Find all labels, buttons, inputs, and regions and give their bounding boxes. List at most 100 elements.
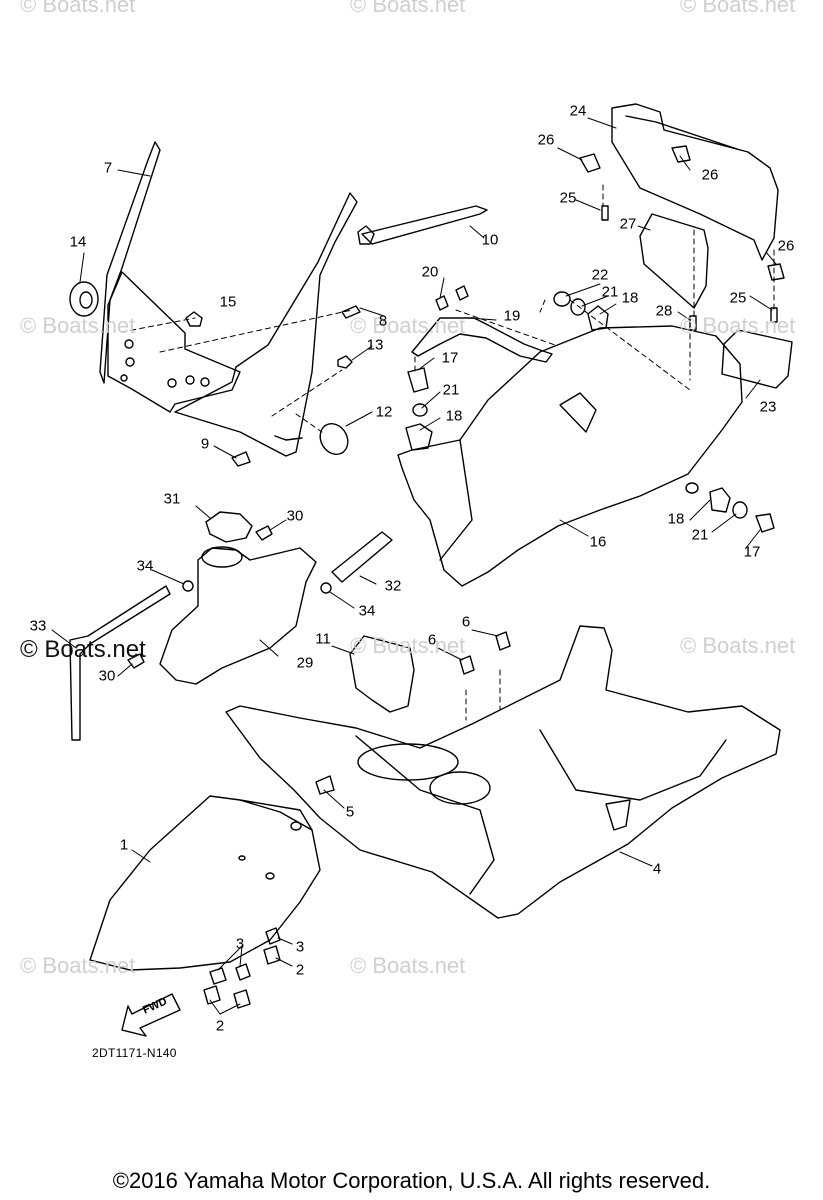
part-16-front-shield — [397, 325, 743, 587]
part-26-clip-c — [767, 263, 785, 281]
part-3-clip-a — [265, 927, 281, 945]
part-34-clamp-a — [182, 580, 194, 592]
part-19-stay — [411, 317, 553, 363]
part-21-collar — [570, 298, 586, 316]
watermark: © Boats.net — [350, 633, 466, 658]
callout-1: 1 — [119, 836, 129, 854]
callout-4: 4 — [652, 860, 662, 878]
watermark: © Boats.net — [350, 953, 466, 978]
part-bracket-frame — [107, 271, 241, 413]
part-29-tank — [159, 547, 317, 685]
callout-20: 20 — [421, 263, 439, 281]
part-32-pipe — [331, 531, 393, 583]
part-18-grommet — [587, 305, 609, 331]
fwd-arrow — [121, 993, 181, 1037]
part-24-panel — [611, 103, 779, 261]
watermark: © Boats.net — [20, 313, 136, 338]
callout-6: 6 — [461, 613, 471, 631]
callout-32: 32 — [384, 577, 402, 595]
part-30-screw-a — [255, 525, 273, 541]
part-2-screw-a — [263, 945, 281, 965]
callout-27: 27 — [619, 215, 637, 233]
part-11-bracket — [349, 635, 415, 713]
watermark: © Boats.net — [20, 0, 136, 17]
part-5-bolt — [315, 775, 335, 795]
callout-23: 23 — [759, 398, 777, 416]
callout-2: 2 — [295, 961, 305, 979]
part-33-hose — [69, 585, 171, 741]
part-23-block — [721, 329, 793, 389]
part-17-bolt — [407, 367, 429, 393]
callout-29: 29 — [296, 654, 314, 672]
part-8-screw — [341, 305, 361, 319]
watermark: © Boats.net — [20, 953, 136, 978]
callout-17: 17 — [743, 543, 761, 561]
callout-30: 30 — [98, 667, 116, 685]
part-27-cover — [639, 213, 709, 309]
part-20-bolt-b — [455, 285, 469, 301]
callout-30: 30 — [286, 507, 304, 525]
callout-16: 16 — [589, 533, 607, 551]
part-9-screw — [231, 451, 251, 467]
callout-8: 8 — [378, 312, 388, 330]
part-28-screw — [689, 315, 697, 331]
callout-24: 24 — [569, 102, 587, 120]
callout-2: 2 — [215, 1017, 225, 1035]
part-13-nut — [337, 355, 353, 369]
part-34-clamp-b — [320, 582, 332, 594]
part-14-grommet — [69, 281, 99, 317]
callout-19: 19 — [503, 307, 521, 325]
part-17-bolt-right — [755, 513, 775, 533]
callout-28: 28 — [655, 302, 673, 320]
part-front-cover — [174, 192, 358, 457]
callout-31: 31 — [163, 490, 181, 508]
callout-6: 6 — [427, 631, 437, 649]
callout-18: 18 — [445, 407, 463, 425]
callout-26: 26 — [701, 166, 719, 184]
part-6-nut-a — [459, 655, 475, 675]
part-20-bolt-a — [435, 295, 449, 311]
callout-3: 3 — [235, 935, 245, 953]
callout-9: 9 — [200, 435, 210, 453]
diagram-part-code: 2DT1171-N140 — [92, 1046, 177, 1060]
part-26-clip-b — [671, 145, 691, 163]
callout-10: 10 — [481, 231, 499, 249]
callout-22: 22 — [591, 266, 609, 284]
part-2-screw-c — [233, 989, 251, 1009]
watermark: © Boats.net — [680, 313, 796, 338]
callout-21: 21 — [442, 381, 460, 399]
part-6-nut-b — [495, 631, 511, 651]
callout-26: 26 — [777, 237, 795, 255]
callout-21: 21 — [691, 526, 709, 544]
watermark: © Boats.net — [680, 633, 796, 658]
callout-3: 3 — [295, 938, 305, 956]
callout-15: 15 — [219, 293, 237, 311]
callout-25: 25 — [729, 289, 747, 307]
callout-7: 7 — [103, 159, 113, 177]
callout-17: 17 — [441, 349, 459, 367]
part-31-cap — [205, 511, 253, 543]
part-1-front-fender — [89, 795, 321, 971]
callout-21: 21 — [601, 283, 619, 301]
watermark: © Boats.net — [350, 0, 466, 17]
part-3-clip-c — [235, 963, 251, 981]
callout-12: 12 — [375, 403, 393, 421]
part-12-grommet — [319, 422, 349, 456]
callout-13: 13 — [366, 336, 384, 354]
callout-26: 26 — [537, 131, 555, 149]
part-7-windscreen — [99, 141, 161, 384]
part-25-screw-a — [601, 205, 609, 221]
part-15-nut — [185, 311, 203, 327]
part-2-screw-b — [203, 985, 221, 1005]
part-21-collar-right — [732, 501, 748, 519]
callout-18: 18 — [621, 289, 639, 307]
callout-34: 34 — [358, 602, 376, 620]
callout-18: 18 — [667, 510, 685, 528]
part-18-grommet-left — [405, 423, 433, 451]
part-30-screw-b — [127, 653, 145, 669]
part-10-cable-tie — [361, 205, 488, 245]
callout-14: 14 — [69, 233, 87, 251]
part-18-grommet-right — [709, 487, 731, 513]
callout-11: 11 — [315, 630, 331, 648]
